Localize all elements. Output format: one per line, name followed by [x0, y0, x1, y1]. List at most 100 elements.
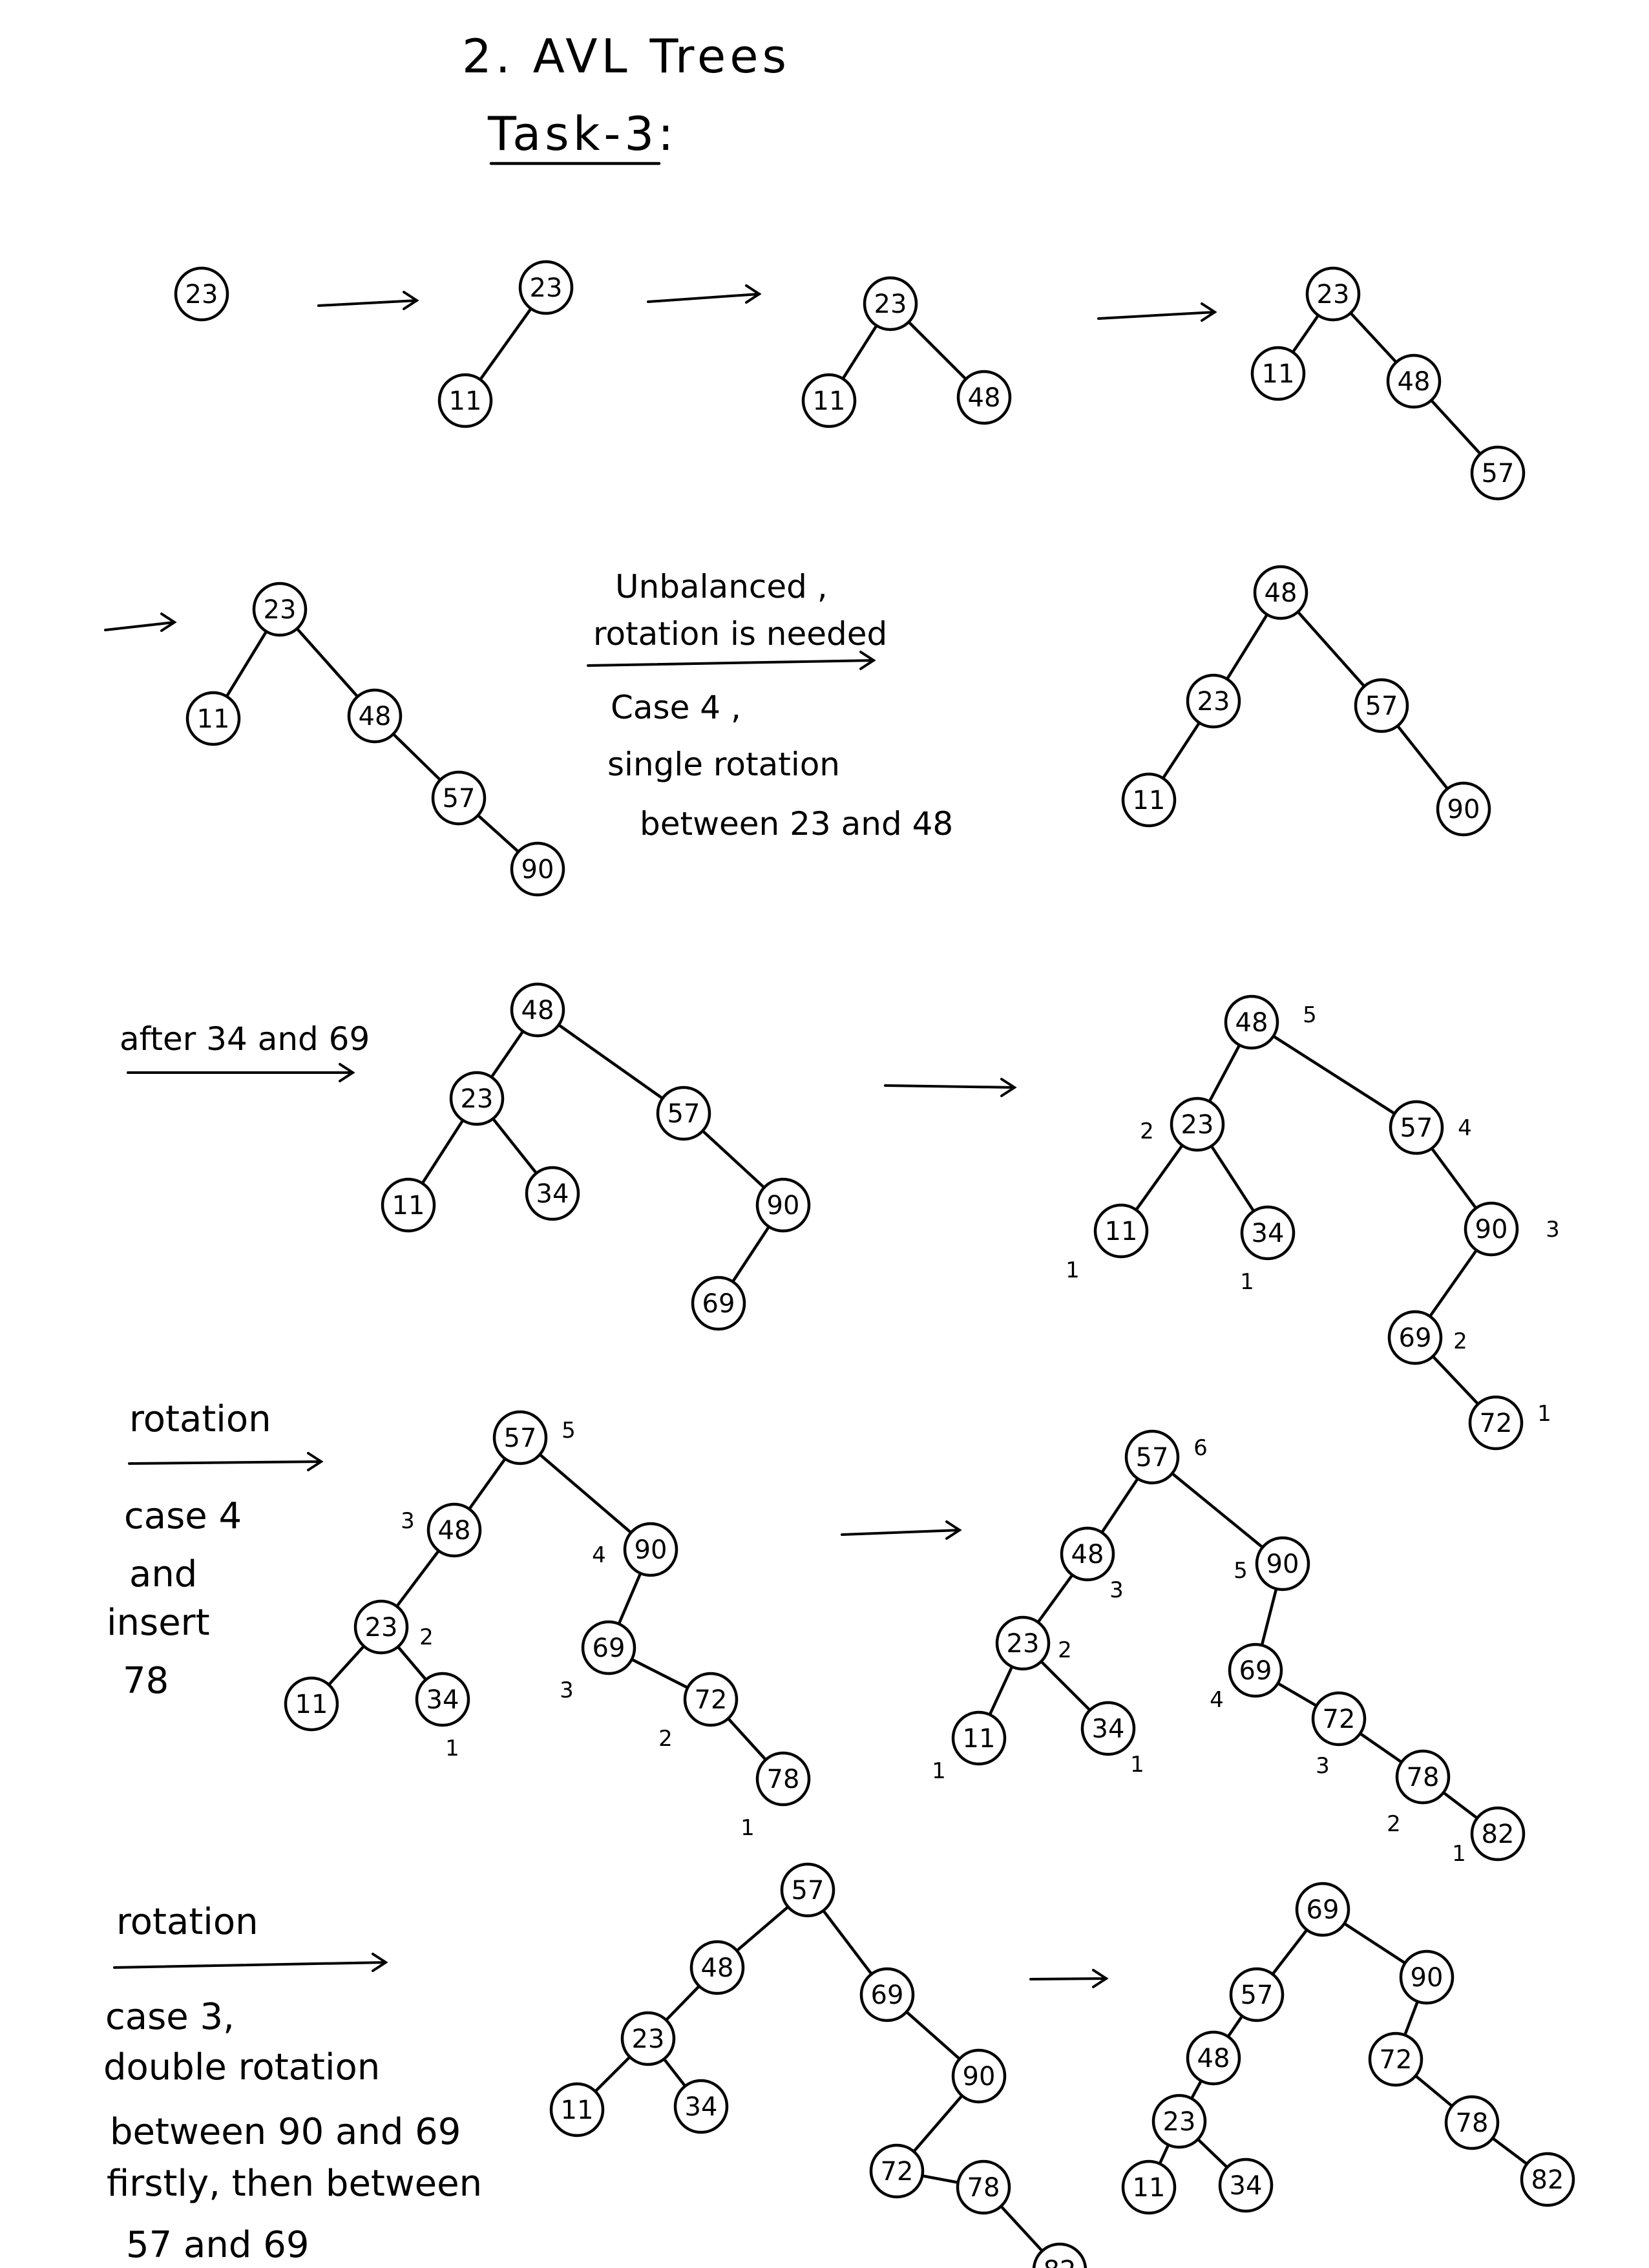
- node-height: 2: [1140, 1118, 1154, 1144]
- tree-edge: [1291, 313, 1320, 354]
- node-key: 78: [1456, 2108, 1489, 2138]
- tree-node: 34: [1218, 2158, 1274, 2213]
- node-key: 11: [1133, 786, 1166, 815]
- node-key: 11: [449, 386, 482, 416]
- node-key: 11: [963, 1724, 996, 1754]
- node-circle: [1387, 1310, 1443, 1365]
- tree-node: 90: [1399, 1949, 1455, 2005]
- node-circle: [185, 691, 241, 746]
- node-key: 90: [1475, 1215, 1508, 1244]
- node-height: 3: [1109, 1577, 1124, 1603]
- arrow-unbalanced: [587, 651, 876, 670]
- node-key: 23: [632, 2024, 665, 2054]
- node-circle: [1124, 1429, 1180, 1485]
- node-circle: [1253, 565, 1308, 620]
- tree-edge: [491, 1117, 538, 1175]
- node-key: 78: [1407, 1763, 1440, 1792]
- arrow-8: [841, 1520, 962, 1540]
- node-circle: [431, 770, 487, 826]
- node-height: 1: [445, 1736, 459, 1761]
- node-key: 90: [1266, 1549, 1299, 1579]
- node-circle: [510, 982, 565, 1038]
- tree-node: 57: [656, 1086, 711, 1141]
- tree-edge: [905, 2010, 961, 2061]
- node-circle: [951, 2048, 1007, 2104]
- tree-edge: [907, 320, 967, 381]
- node-key: 57: [1365, 691, 1398, 721]
- node-circle: [656, 1086, 711, 1141]
- tree-edge: [1170, 1472, 1265, 1549]
- tree-node: 904: [592, 1522, 678, 1577]
- node-key: 90: [767, 1191, 800, 1221]
- tree-edge: [557, 1023, 664, 1100]
- node-circle: [1151, 2094, 1207, 2149]
- node-key: 72: [1380, 2045, 1413, 2075]
- tree-node: 72: [869, 2143, 925, 2199]
- tree-edge: [726, 1717, 768, 1761]
- node-key: 69: [702, 1289, 735, 1319]
- node-key: 23: [1317, 280, 1350, 310]
- tree-edge: [1100, 1477, 1140, 1534]
- node-circle: [1229, 1967, 1285, 2022]
- tree-node: 34: [525, 1166, 580, 1221]
- tree-edge: [1296, 610, 1366, 688]
- node-key: 48: [438, 1516, 471, 1546]
- node-key: 11: [1105, 1217, 1138, 1246]
- node-circle: [1470, 1806, 1526, 1862]
- tree-1: 23: [174, 266, 229, 322]
- node-key: 57: [1400, 1113, 1433, 1143]
- note-case4b-2: and: [129, 1553, 197, 1595]
- tree-node: 57: [431, 770, 487, 826]
- note-case4b-1: case 4: [124, 1495, 242, 1537]
- node-circle: [1093, 1203, 1149, 1259]
- node-key: 48: [521, 996, 554, 1025]
- tree-11: 57486923113490727882: [549, 1862, 1087, 2268]
- node-circle: [415, 1672, 470, 1727]
- arrow-2: [647, 284, 762, 304]
- tree-edge: [1272, 1034, 1396, 1115]
- node-circle: [1080, 1701, 1136, 1756]
- tree-node: 48: [1186, 2030, 1241, 2086]
- tree-node: 69: [1295, 1882, 1350, 1937]
- node-key: 23: [461, 1084, 494, 1114]
- tree-node: 23: [174, 266, 229, 322]
- tree-edge: [1158, 2143, 1170, 2165]
- node-key: 69: [593, 1633, 625, 1663]
- tree-edge: [1276, 1681, 1318, 1708]
- node-key: 23: [1181, 1110, 1214, 1140]
- node-circle: [1250, 346, 1306, 401]
- node-circle: [492, 1410, 548, 1465]
- tree-edge: [476, 814, 520, 854]
- node-circle: [1240, 1205, 1296, 1261]
- note-case3-5: 57 and 69: [126, 2224, 309, 2266]
- tree-edge: [1260, 1587, 1278, 1647]
- tree-edge: [701, 1129, 766, 1190]
- tree-node: 48: [1386, 353, 1442, 409]
- node-circle: [691, 1276, 746, 1331]
- tree-edge: [327, 1644, 366, 1686]
- node-circle: [755, 1177, 811, 1233]
- tree-edge: [1226, 2014, 1244, 2039]
- tree-edge: [1429, 399, 1482, 456]
- tree-edge: [731, 1225, 771, 1283]
- node-circle: [1464, 1201, 1519, 1257]
- note-case4-3: between 23 and 48: [640, 805, 953, 843]
- node-circle: [1218, 2158, 1274, 2213]
- node-circle: [1395, 1749, 1451, 1805]
- node-circle: [1470, 445, 1526, 501]
- tree-edge: [662, 2057, 687, 2088]
- tree-node: 483: [401, 1502, 482, 1558]
- tree-edge: [1403, 2000, 1420, 2037]
- node-height: 6: [1193, 1435, 1208, 1461]
- tree-edge: [467, 1457, 507, 1511]
- tree-node: 821: [1452, 1806, 1526, 1867]
